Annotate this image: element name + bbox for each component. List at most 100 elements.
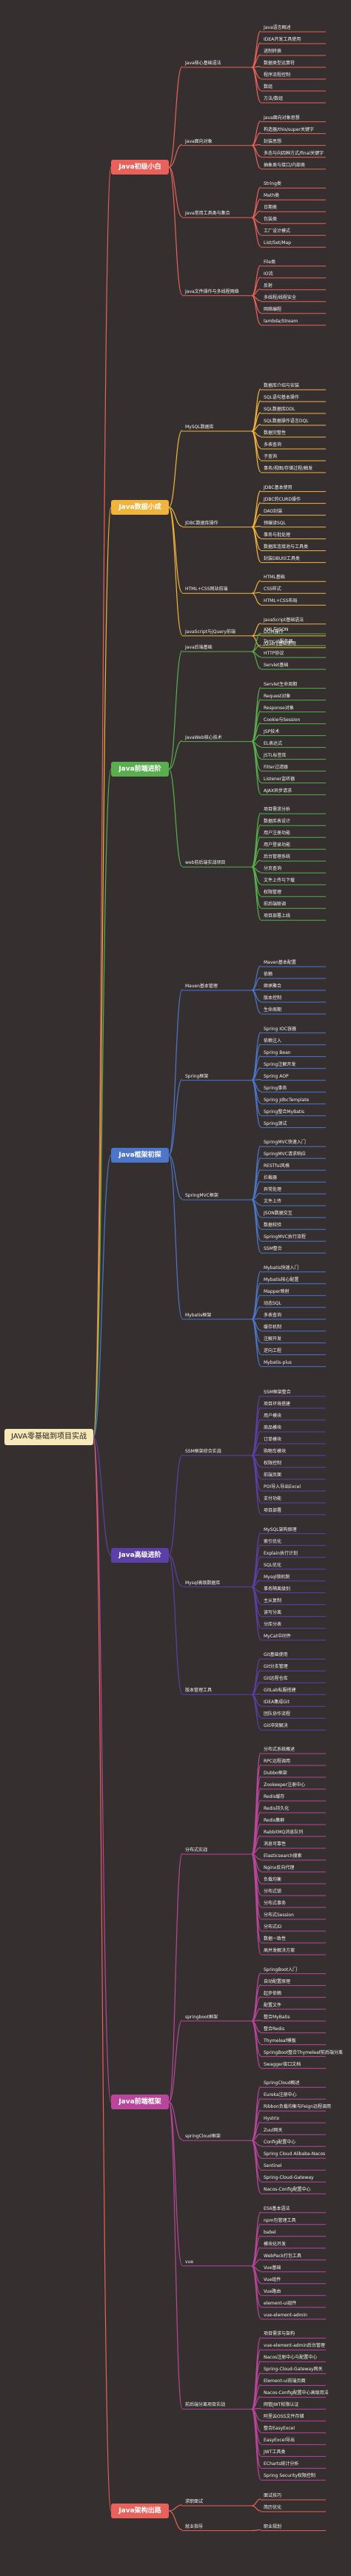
- leaf-node[interactable]: RESTful风格: [264, 1163, 290, 1169]
- leaf-node[interactable]: JSON数据交互: [264, 1211, 292, 1217]
- leaf-node[interactable]: Java语言概述: [264, 25, 291, 30]
- leaf-node[interactable]: Git远程仓库: [264, 1676, 288, 1682]
- leaf-node[interactable]: List/Set/Map: [264, 240, 292, 246]
- leaf-node[interactable]: 注解开发: [264, 1336, 282, 1342]
- leaf-node[interactable]: 抽象类与接口/内部类: [264, 162, 306, 168]
- leaf-node[interactable]: Hystrix: [264, 2116, 280, 2122]
- leaf-node[interactable]: Spring AOP: [264, 1073, 289, 1079]
- leaf-node[interactable]: 数据库介绍与安装: [264, 383, 300, 388]
- leaf-node[interactable]: JSTL标签库: [264, 752, 287, 758]
- leaf-node[interactable]: SpringCloud概述: [264, 2080, 300, 2086]
- group-node[interactable]: Java核心基础语法: [185, 61, 221, 66]
- leaf-node[interactable]: JavaScript基础语法: [264, 617, 304, 623]
- leaf-node[interactable]: 分布式锁: [264, 1889, 282, 1894]
- leaf-node[interactable]: 读写分离: [264, 1609, 282, 1615]
- leaf-node[interactable]: 自动配置原理: [264, 1978, 291, 1984]
- leaf-node[interactable]: SQL优化: [264, 1562, 281, 1568]
- leaf-node[interactable]: String类: [264, 181, 281, 187]
- leaf-node[interactable]: 前后端联调: [264, 902, 287, 907]
- leaf-node[interactable]: JDBC的CURD操作: [264, 496, 301, 502]
- leaf-node[interactable]: IO流: [264, 271, 273, 277]
- leaf-node[interactable]: 权限管理: [264, 890, 282, 896]
- leaf-node[interactable]: Spring-Cloud-Gateway网关: [264, 2367, 323, 2373]
- leaf-node[interactable]: HTML基础: [264, 575, 285, 581]
- leaf-node[interactable]: 封装DBUtil工具类: [264, 555, 300, 561]
- leaf-node[interactable]: 订单模块: [264, 1437, 282, 1442]
- group-node[interactable]: Java后端基础: [185, 645, 213, 650]
- leaf-node[interactable]: Response对象: [264, 705, 294, 711]
- leaf-node[interactable]: 方法/数组: [264, 96, 284, 101]
- leaf-node[interactable]: 预编译SQL: [264, 520, 286, 526]
- leaf-node[interactable]: 项目需求分析: [264, 807, 291, 813]
- group-node[interactable]: JavaWeb核心技术: [185, 734, 222, 740]
- leaf-node[interactable]: 分库分表: [264, 1621, 282, 1627]
- leaf-node[interactable]: 文件上传: [264, 1199, 282, 1205]
- leaf-node[interactable]: Zookeeper注册中心: [264, 1782, 306, 1788]
- group-node[interactable]: 分布式实战: [185, 1848, 208, 1853]
- leaf-node[interactable]: 整合Redis: [264, 2026, 285, 2032]
- group-node[interactable]: Spring框架: [185, 1073, 209, 1079]
- leaf-node[interactable]: Eureka注册中心: [264, 2092, 297, 2098]
- leaf-node[interactable]: Explain执行计划: [264, 1550, 298, 1556]
- leaf-node[interactable]: 项目部署: [264, 1508, 282, 1513]
- leaf-node[interactable]: 日期类: [264, 205, 278, 211]
- group-node[interactable]: Java常用工具类与集合: [185, 211, 230, 217]
- leaf-node[interactable]: 分布式ID: [264, 1924, 282, 1930]
- leaf-node[interactable]: SQL数据操作语言DQL: [264, 419, 309, 424]
- leaf-node[interactable]: Spring整合MyBatis: [264, 1109, 305, 1115]
- leaf-node[interactable]: Sentinel: [264, 2163, 282, 2169]
- leaf-node[interactable]: 异常处理: [264, 1187, 282, 1193]
- leaf-node[interactable]: 多线程/线程安全: [264, 294, 297, 300]
- leaf-node[interactable]: SQL数据库DDL: [264, 407, 295, 412]
- leaf-node[interactable]: jQuery基础使用: [264, 640, 296, 646]
- leaf-node[interactable]: Mybatis核心配置: [264, 1277, 299, 1282]
- leaf-node[interactable]: HTTP协议: [264, 651, 284, 656]
- leaf-node[interactable]: WebPack打包工具: [264, 2253, 301, 2259]
- leaf-node[interactable]: SpringBoot入门: [264, 1967, 298, 1972]
- leaf-node[interactable]: 拦截器: [264, 1175, 278, 1181]
- leaf-node[interactable]: 数据校验: [264, 1223, 282, 1228]
- leaf-node[interactable]: Nacos-Config配置中心高级用法: [264, 2390, 329, 2396]
- leaf-node[interactable]: Nacos-Config配置中心: [264, 2187, 311, 2193]
- root-node[interactable]: JAVA零基础到项目实战: [4, 1429, 93, 1445]
- leaf-node[interactable]: 数据完整性: [264, 430, 287, 436]
- leaf-node[interactable]: Spring事务: [264, 1085, 287, 1091]
- leaf-node[interactable]: 多态与向四种方式/final关键字: [264, 150, 324, 156]
- leaf-node[interactable]: 事务隔离级别: [264, 1586, 291, 1592]
- leaf-node[interactable]: 主从复制: [264, 1598, 282, 1603]
- leaf-node[interactable]: ECharts统计分析: [264, 2461, 299, 2467]
- leaf-node[interactable]: Mybatis-plus: [264, 1359, 292, 1365]
- leaf-node[interactable]: 简历优化: [264, 2505, 282, 2510]
- leaf-node[interactable]: CSS样式: [264, 586, 281, 592]
- leaf-node[interactable]: lambda/Stream: [264, 318, 298, 324]
- group-node[interactable]: Mysql高级数据库: [185, 1580, 221, 1586]
- leaf-node[interactable]: Config配置中心: [264, 2140, 296, 2146]
- leaf-node[interactable]: 包装类: [264, 217, 278, 223]
- leaf-node[interactable]: Git冲突解决: [264, 1723, 288, 1729]
- leaf-node[interactable]: Spring IOC容器: [264, 1026, 296, 1032]
- phase-node[interactable]: Java框架初探: [111, 1148, 169, 1163]
- leaf-node[interactable]: Spring Security权限控制: [264, 2473, 315, 2479]
- leaf-node[interactable]: 模块化开发: [264, 2241, 287, 2247]
- leaf-node[interactable]: 分布式Session: [264, 1913, 294, 1918]
- leaf-node[interactable]: 分布式事务: [264, 1901, 287, 1906]
- leaf-node[interactable]: GitLab私服搭建: [264, 1688, 296, 1694]
- leaf-node[interactable]: 版本控制: [264, 995, 282, 1001]
- leaf-node[interactable]: JWT工具类: [264, 2450, 286, 2455]
- group-node[interactable]: vue: [185, 2259, 194, 2265]
- group-node[interactable]: SpringMVC框架: [185, 1193, 218, 1199]
- group-node[interactable]: springCloud框架: [185, 2134, 221, 2140]
- leaf-node[interactable]: 子查询: [264, 454, 278, 459]
- leaf-node[interactable]: 索引优化: [264, 1538, 282, 1544]
- group-node[interactable]: Maven基本管理: [185, 984, 218, 989]
- group-node[interactable]: Mybatis框架: [185, 1312, 212, 1318]
- leaf-node[interactable]: SpringBoot整合Thymeleaf前后端分离: [264, 2049, 343, 2055]
- leaf-node[interactable]: Spring注解开发: [264, 1061, 296, 1067]
- leaf-node[interactable]: 多表查询: [264, 442, 282, 447]
- leaf-node[interactable]: 整合EasyExcel: [264, 2426, 295, 2432]
- leaf-node[interactable]: 整合MyBatis: [264, 2014, 290, 2020]
- leaf-node[interactable]: Spring JdbcTemplate: [264, 1097, 310, 1103]
- leaf-node[interactable]: 程序流程控制: [264, 72, 291, 78]
- leaf-node[interactable]: 动态SQL: [264, 1300, 281, 1306]
- phase-node[interactable]: Java初级小白: [111, 160, 169, 175]
